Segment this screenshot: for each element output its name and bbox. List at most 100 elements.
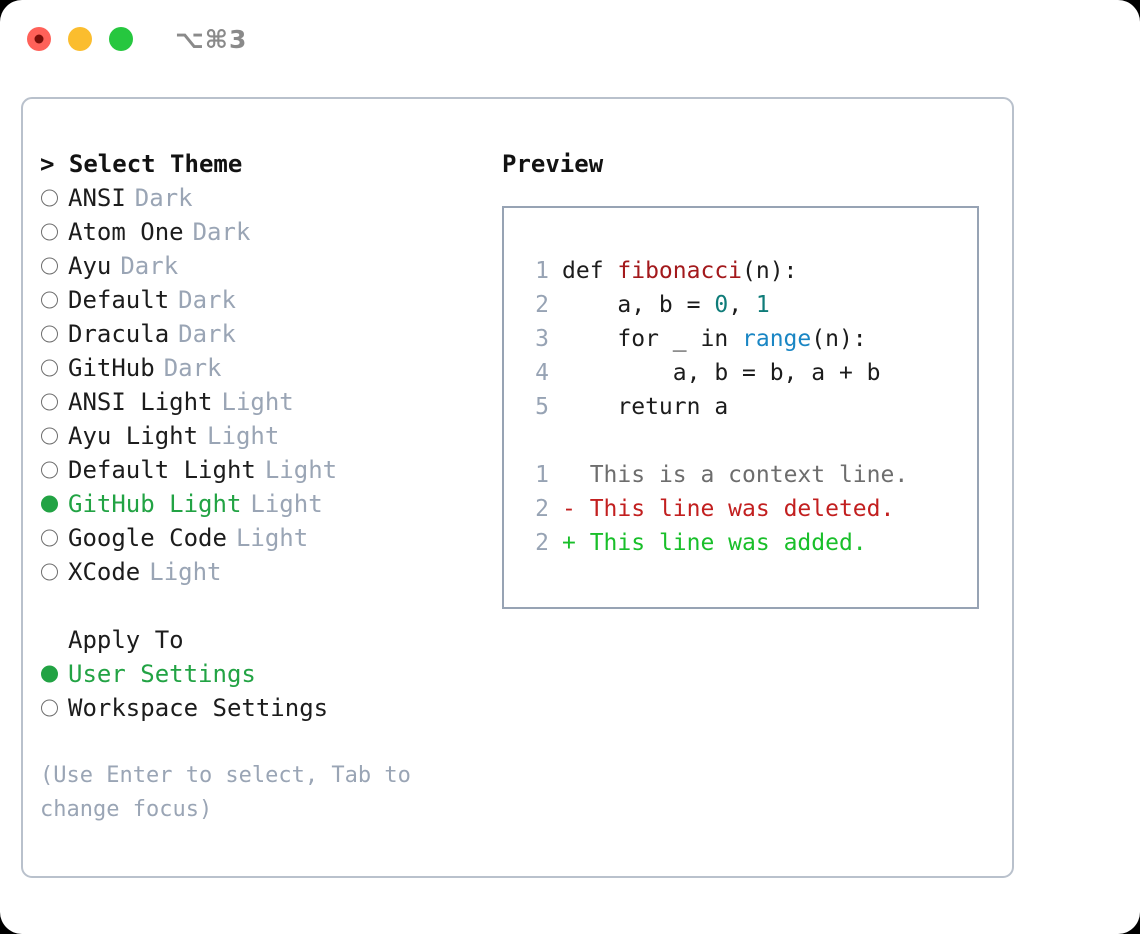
theme-option-variant: Light [235,524,309,552]
theme-option-variant: Dark [134,184,193,212]
theme-option-variant: Dark [192,218,251,246]
diff-line-del: 2- This line was deleted. [523,492,977,526]
diff-sign [562,458,590,492]
select-theme-title: > Select Theme [40,150,243,178]
diff-line-number: 2 [535,530,549,556]
theme-option-label: Ayu [68,252,112,280]
theme-option-variant: Light [264,456,338,484]
theme-option-default[interactable]: Default Dark [40,283,502,317]
radio-unselected-icon[interactable] [40,521,68,555]
code-line-content: for _ in range(n): [562,322,866,356]
theme-option-variant: Light [149,558,222,586]
code-token-fn: fibonacci [617,258,743,284]
radio-unselected-icon[interactable] [40,249,68,283]
diff-sample: 1 This is a context line. 2- This line wa… [523,458,977,560]
code-token-builtin: range [742,326,812,352]
theme-option-variant: Light [250,490,323,518]
theme-option-atom-one[interactable]: Atom One Dark [40,215,502,249]
diff-line-add: 2+ This line was added. [523,526,977,560]
minimize-button[interactable] [68,27,92,51]
diff-line-text: This line was added. [589,530,867,556]
close-button[interactable] [27,27,51,51]
radio-unselected-icon[interactable] [40,351,68,385]
theme-option-ansi[interactable]: ANSI Dark [40,181,502,215]
code-token-plain: , [728,292,756,318]
theme-option-variant: Dark [120,252,179,280]
theme-option-default-light[interactable]: Default Light Light [40,453,502,487]
radio-unselected-icon[interactable] [40,691,68,725]
traffic-light-buttons [27,27,133,51]
apply-to-title: Apply To [68,626,184,654]
theme-option-xcode[interactable]: XCode Light [40,555,502,589]
diff-line-text: This is a context line. [589,462,909,488]
code-line: 4 a, b = b, a + b [523,356,977,390]
radio-unselected-icon[interactable] [40,317,68,351]
title-bar: ⌥⌘3 [0,0,1140,78]
maximize-button[interactable] [109,27,133,51]
radio-unselected-icon[interactable] [40,283,68,317]
code-line: 5 return a [523,390,977,424]
theme-option-label: ANSI Light [68,388,213,416]
radio-selected-icon[interactable] [40,657,68,691]
radio-selected-icon[interactable] [40,487,68,521]
radio-unselected-icon[interactable] [40,555,68,589]
preview-title: Preview [502,150,604,178]
code-token-plain: (n): [742,258,798,284]
code-line-number: 2 [535,292,549,318]
code-line-content: return a [562,390,728,424]
code-line-number: 5 [535,394,549,420]
code-token-num: 1 [755,292,770,318]
theme-option-label: GitHub Light [68,490,242,518]
radio-unselected-icon[interactable] [40,385,68,419]
theme-option-dracula[interactable]: Dracula Dark [40,317,502,351]
code-line-content: a, b = b, a + b [562,356,881,390]
apply-to-option-user-settings[interactable]: User Settings [40,657,502,691]
diff-line-text: This line was deleted. [589,496,895,522]
radio-unselected-icon[interactable] [40,215,68,249]
radio-unselected-icon[interactable] [40,419,68,453]
theme-option-label: Ayu Light [68,422,199,450]
theme-option-label: Default Light [68,456,256,484]
theme-option-label: GitHub [68,354,155,382]
theme-option-label: Default [68,286,170,314]
theme-option-variant: Dark [178,286,236,314]
code-token-plain: return a [562,394,729,420]
list-spacer [40,589,502,623]
theme-option-github-light[interactable]: GitHub Light Light [40,487,502,521]
code-line: 2 a, b = 0, 1 [523,288,977,322]
apply-to-option-label: Workspace Settings [68,694,329,722]
radio-unselected-icon[interactable] [40,453,68,487]
theme-option-label: XCode [68,558,141,586]
theme-option-ayu[interactable]: Ayu Dark [40,249,502,283]
keyboard-hint: (Use Enter to select, Tab to change focu… [40,763,425,822]
code-token-plain: a, b = [562,292,715,318]
theme-option-label: Atom One [68,218,184,246]
code-token-plain: a, b = b, a + b [562,360,881,386]
code-token-plain: for _ in [562,326,743,352]
diff-line-number: 1 [535,462,549,488]
apply-to-option-label: User Settings [68,660,256,688]
apply-to-option-workspace-settings[interactable]: Workspace Settings [40,691,502,725]
code-line-number: 4 [535,360,549,386]
theme-option-label: ANSI [68,184,126,212]
diff-line-number: 2 [535,496,549,522]
theme-option-label: Dracula [68,320,170,348]
theme-option-variant: Dark [178,320,236,348]
apply-to-marker-placeholder [40,623,68,657]
code-line: 3 for _ in range(n): [523,322,977,356]
code-token-plain: def [562,258,618,284]
diff-sign: - [562,496,590,522]
radio-unselected-icon[interactable] [40,181,68,215]
